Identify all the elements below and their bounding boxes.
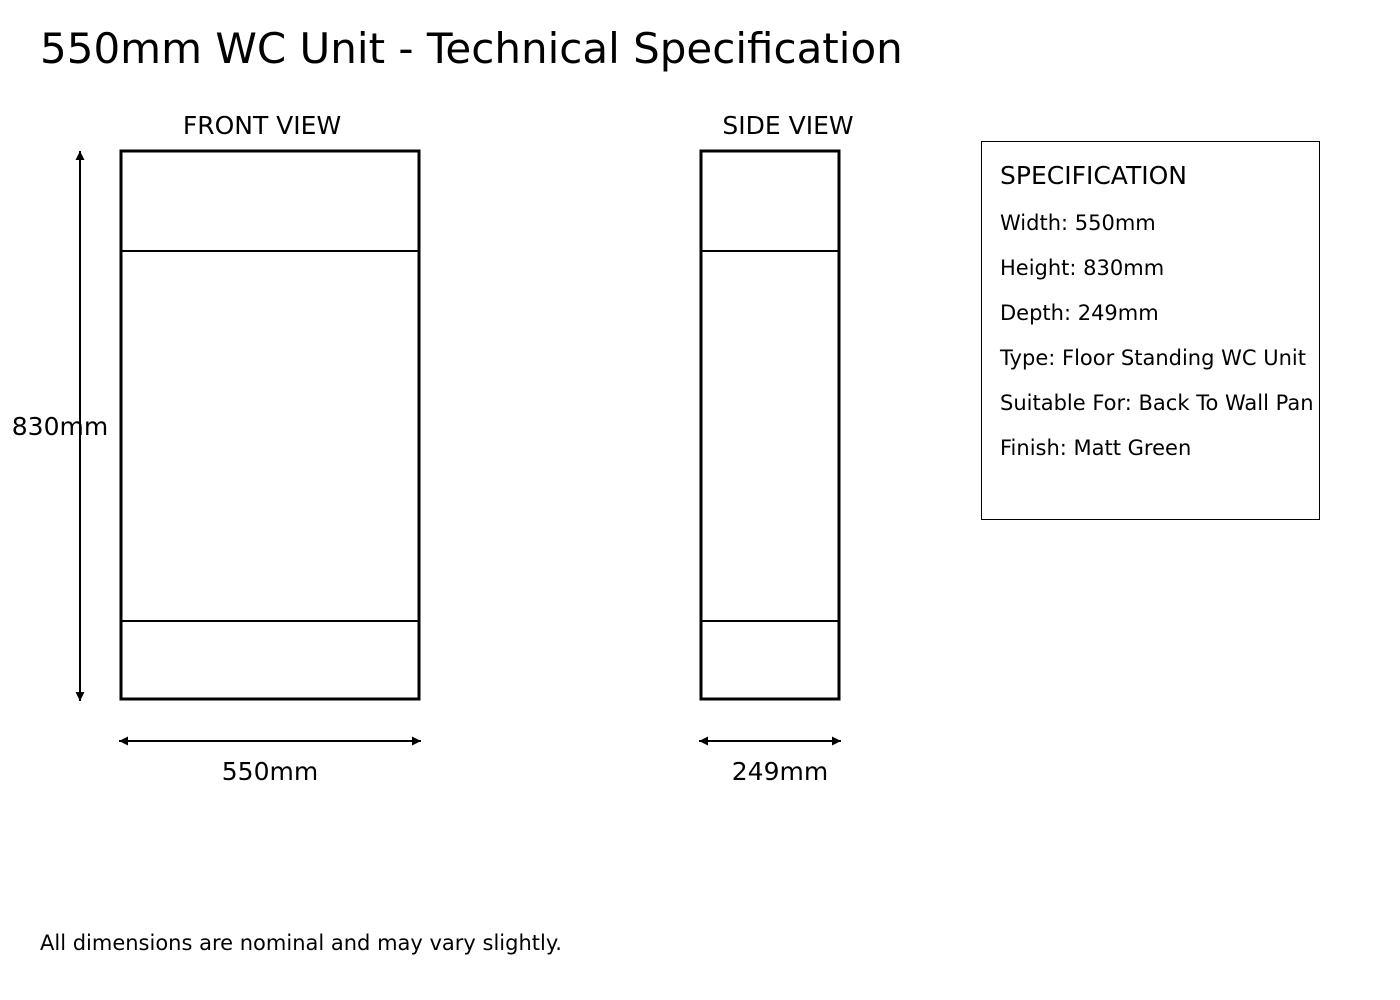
depth-dimension-label: 249mm — [732, 757, 828, 786]
specification-list: Width: 550mm Height: 830mm Depth: 249mm … — [1000, 210, 1314, 480]
spec-width: Width: 550mm — [1000, 211, 1156, 235]
specification-box — [981, 141, 1320, 520]
spec-height: Height: 830mm — [1000, 256, 1165, 280]
page-title: 550mm WC Unit - Technical Specification — [40, 24, 903, 73]
front-view: FRONT VIEW 830mm 550mm — [12, 111, 421, 786]
width-dimension-label: 550mm — [222, 757, 318, 786]
specification-title: SPECIFICATION — [1000, 161, 1187, 190]
front-view-outline — [119, 149, 421, 701]
side-view-label: SIDE VIEW — [722, 111, 853, 140]
spec-type: Type: Floor Standing WC Unit — [1000, 346, 1306, 370]
front-view-label: FRONT VIEW — [183, 111, 341, 140]
side-view: SIDE VIEW 249mm — [699, 111, 854, 786]
spec-finish: Finish: Matt Green — [1000, 436, 1192, 460]
height-dimension-label: 830mm — [12, 412, 108, 441]
footnote: All dimensions are nominal and may vary … — [40, 931, 562, 955]
spec-suitable-for: Suitable For: Back To Wall Pan — [1000, 391, 1314, 415]
side-view-outline — [699, 149, 841, 701]
spec-depth: Depth: 249mm — [1000, 301, 1159, 325]
